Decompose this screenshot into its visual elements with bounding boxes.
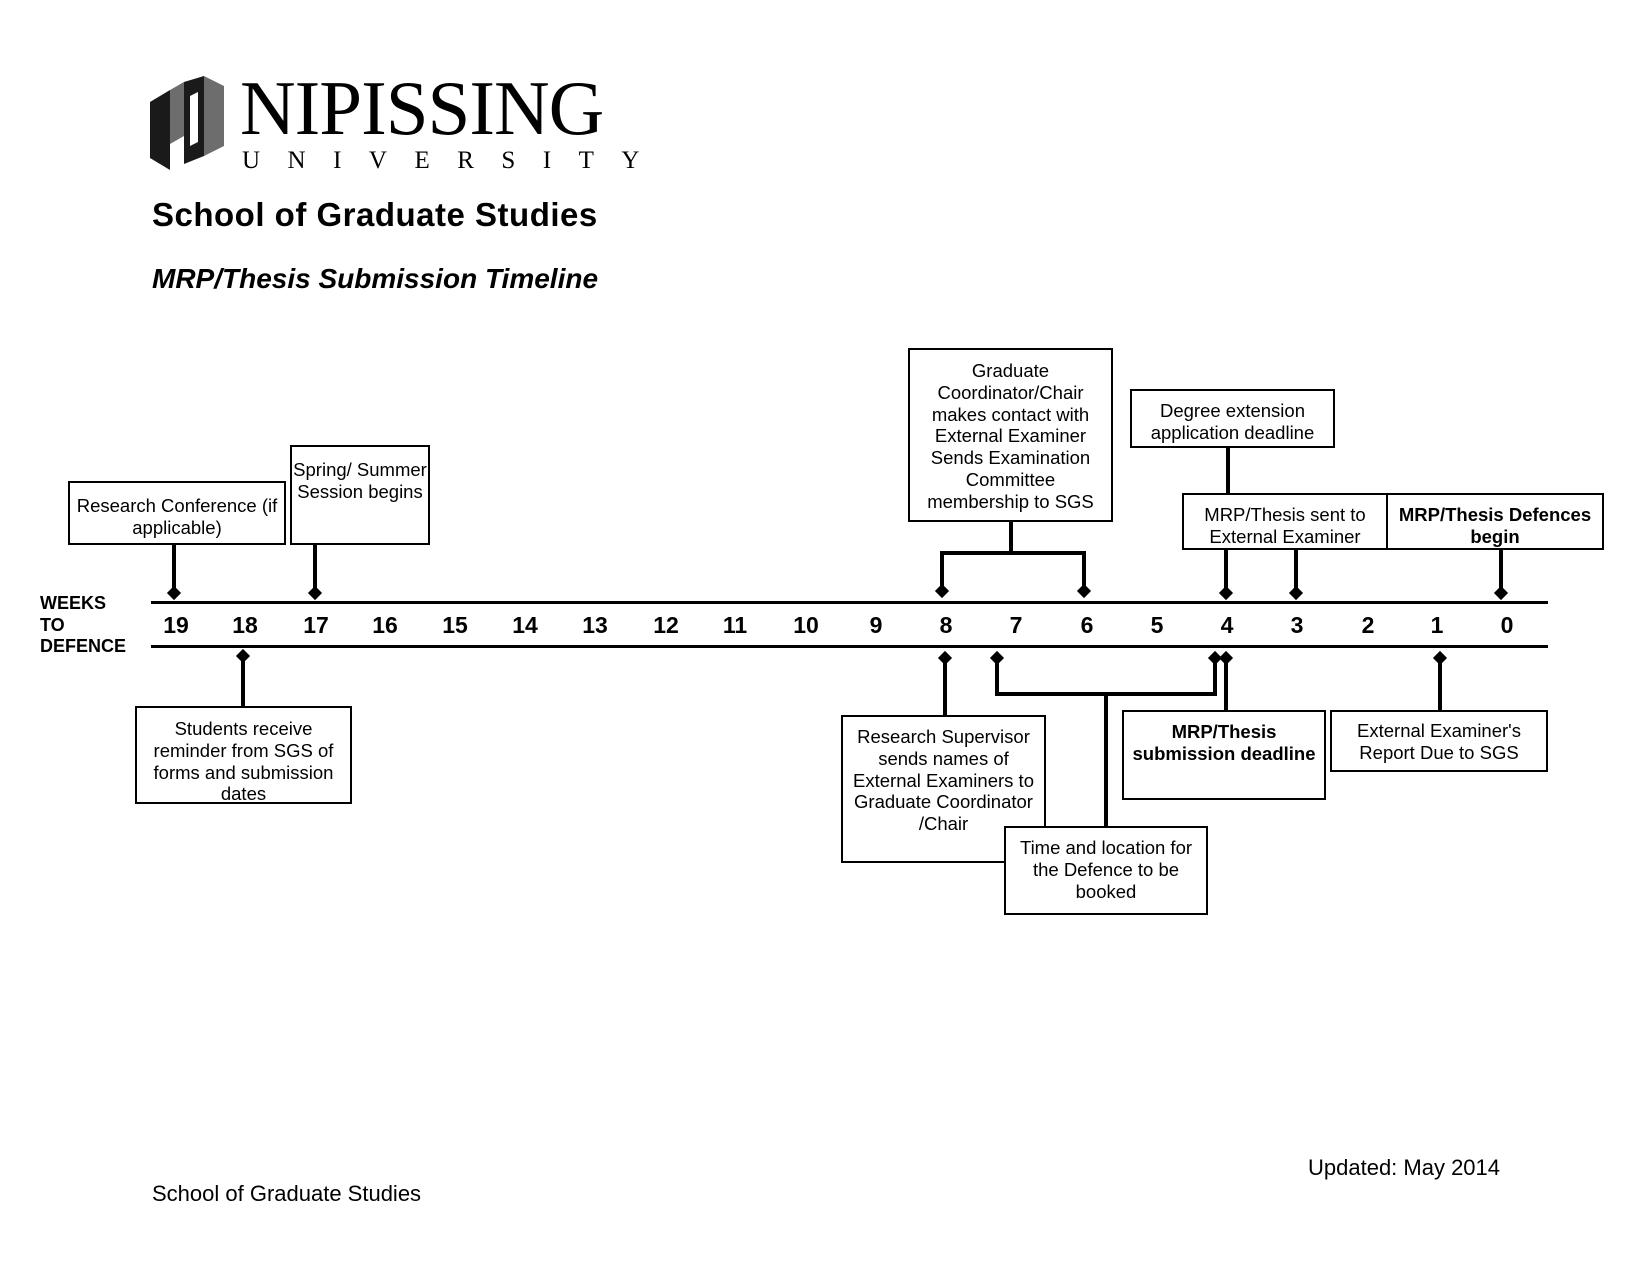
marker-diamond — [307, 585, 323, 601]
week-label: 7 — [1009, 612, 1023, 638]
marker-diamond — [934, 583, 950, 599]
week-label: 17 — [303, 612, 329, 638]
connector-line — [1213, 657, 1217, 695]
connector-line — [1294, 550, 1298, 591]
week-label: 8 — [939, 612, 953, 638]
page-title: MRP/Thesis Submission Timeline — [152, 263, 599, 294]
marker-diamond — [1218, 585, 1234, 601]
connector-line — [172, 545, 176, 591]
week-label: 9 — [869, 612, 883, 638]
marker-diamond — [1288, 585, 1304, 601]
connector-line — [1224, 657, 1228, 710]
week-label: 18 — [232, 612, 258, 638]
connector-line — [1499, 550, 1503, 591]
event-spring-summer-session: Spring/ Summer Session begins — [290, 445, 430, 545]
connector-line — [241, 655, 245, 706]
event-degree-extension: Degree extension application deadline — [1130, 389, 1335, 448]
week-label: 2 — [1361, 612, 1375, 638]
marker-diamond — [1076, 583, 1092, 599]
logo-subtitle: UNIVERSITY — [242, 147, 667, 174]
connector-line — [1224, 550, 1228, 591]
footer-text: School of Graduate Studies — [152, 1181, 422, 1206]
event-time-location: Time and location for the Defence to be … — [1004, 826, 1208, 915]
week-label: 3 — [1290, 612, 1304, 638]
connector-line — [1438, 657, 1442, 710]
week-label: 12 — [653, 612, 679, 638]
week-label: 5 — [1150, 612, 1164, 638]
event-students-reminder: Students receive reminder from SGS of fo… — [135, 706, 352, 804]
connector-line — [1226, 448, 1230, 493]
week-label: 16 — [372, 612, 398, 638]
week-label: 13 — [582, 612, 608, 638]
week-label: 4 — [1220, 612, 1234, 638]
bracket-line — [940, 551, 1086, 555]
week-label: 10 — [793, 612, 819, 638]
event-coordinator-contact: Graduate Coordinator/Chair makes contact… — [908, 348, 1113, 522]
connector-line — [1009, 522, 1013, 553]
marker-diamond — [1493, 585, 1509, 601]
week-label: 0 — [1500, 612, 1514, 638]
logo-wordmark: NIPISSING — [240, 65, 604, 151]
event-examiner-report: External Examiner's Report Due to SGS — [1330, 710, 1548, 772]
school-title: School of Graduate Studies — [152, 196, 598, 233]
week-label: 1 — [1430, 612, 1444, 638]
connector-line — [313, 545, 317, 591]
event-defences-begin: MRP/Thesis Defences begin — [1386, 493, 1604, 550]
week-label: 19 — [163, 612, 189, 638]
connector-line — [1104, 692, 1108, 826]
week-label: 15 — [442, 612, 468, 638]
week-label: 11 — [722, 612, 748, 638]
timeline-bottom-rule — [151, 645, 1548, 648]
week-label: 14 — [512, 612, 538, 638]
event-sent-to-examiner: MRP/Thesis sent to External Examiner — [1182, 493, 1388, 550]
marker-diamond — [166, 585, 182, 601]
timeline-top-rule — [151, 601, 1548, 604]
connector-line — [940, 551, 944, 589]
connector-line — [995, 657, 999, 695]
connector-line — [1082, 551, 1086, 589]
axis-label: WEEKS TO DEFENCE — [40, 593, 127, 656]
event-research-conference: Research Conference (if applicable) — [68, 481, 286, 545]
week-label: 6 — [1080, 612, 1094, 638]
event-submission-deadline: MRP/Thesis submission deadline — [1122, 710, 1326, 800]
connector-line — [943, 657, 947, 715]
updated-date: Updated: May 2014 — [1308, 1155, 1501, 1180]
nipissing-logo-icon — [150, 76, 224, 170]
